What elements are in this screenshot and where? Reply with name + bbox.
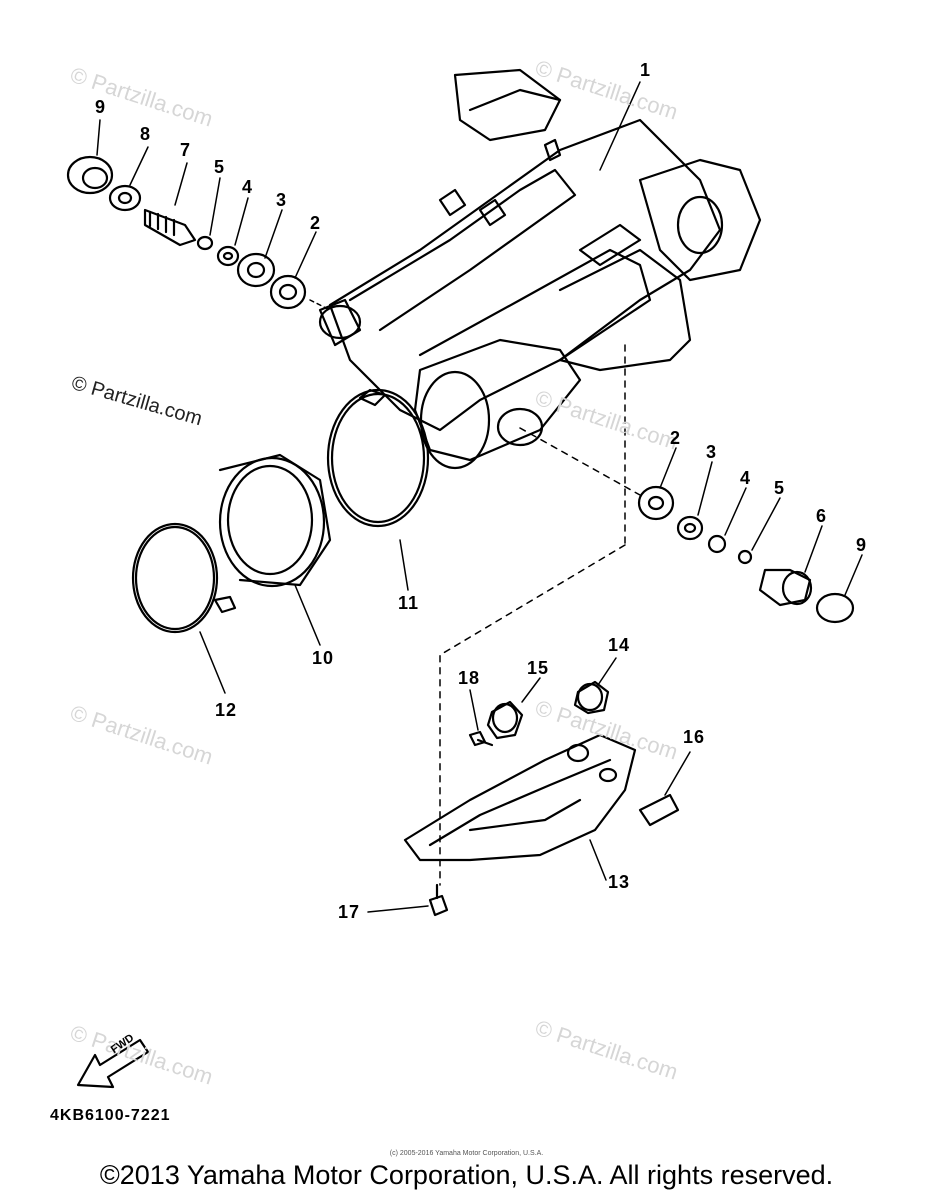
swingarm-body [318, 68, 762, 470]
callout-3-right: 3 [706, 442, 718, 462]
callout-4: 4 [242, 177, 254, 197]
callout-18: 18 [458, 668, 481, 688]
callout-16: 16 [683, 727, 706, 747]
callout-2-right: 2 [670, 428, 682, 448]
callout-5-right: 5 [774, 478, 786, 498]
fwd-arrow-icon [76, 1038, 150, 1089]
callout-15: 15 [527, 658, 550, 678]
callout-8: 8 [140, 124, 152, 144]
callout-6: 6 [816, 506, 828, 526]
chain-guard-parts [403, 680, 680, 917]
copyright-notice: ©2013 Yamaha Motor Corporation, U.S.A. A… [99, 1160, 834, 1190]
callout-2: 2 [310, 213, 322, 233]
callout-4-right: 4 [740, 468, 752, 488]
callout-9-right: 9 [856, 535, 868, 555]
callout-5: 5 [214, 157, 226, 177]
diagram-part-code: 4KB6100-7221 [50, 1107, 171, 1124]
callout-3: 3 [276, 190, 288, 210]
callout-17: 17 [338, 902, 361, 922]
leader-lines [96, 81, 863, 913]
callout-9: 9 [95, 97, 107, 117]
left-pivot-parts [66, 155, 307, 310]
boot-and-clamps [131, 388, 430, 634]
callout-1: 1 [640, 60, 652, 80]
right-pivot-parts [637, 485, 855, 624]
callout-11: 11 [398, 593, 420, 613]
callout-14: 14 [608, 635, 631, 655]
callout-12: 12 [215, 700, 238, 720]
small-copyright: (c) 2005-2016 Yamaha Motor Corporation, … [389, 1150, 544, 1157]
callout-7: 7 [180, 140, 192, 160]
callout-13: 13 [608, 872, 631, 892]
callout-10: 10 [312, 648, 335, 668]
